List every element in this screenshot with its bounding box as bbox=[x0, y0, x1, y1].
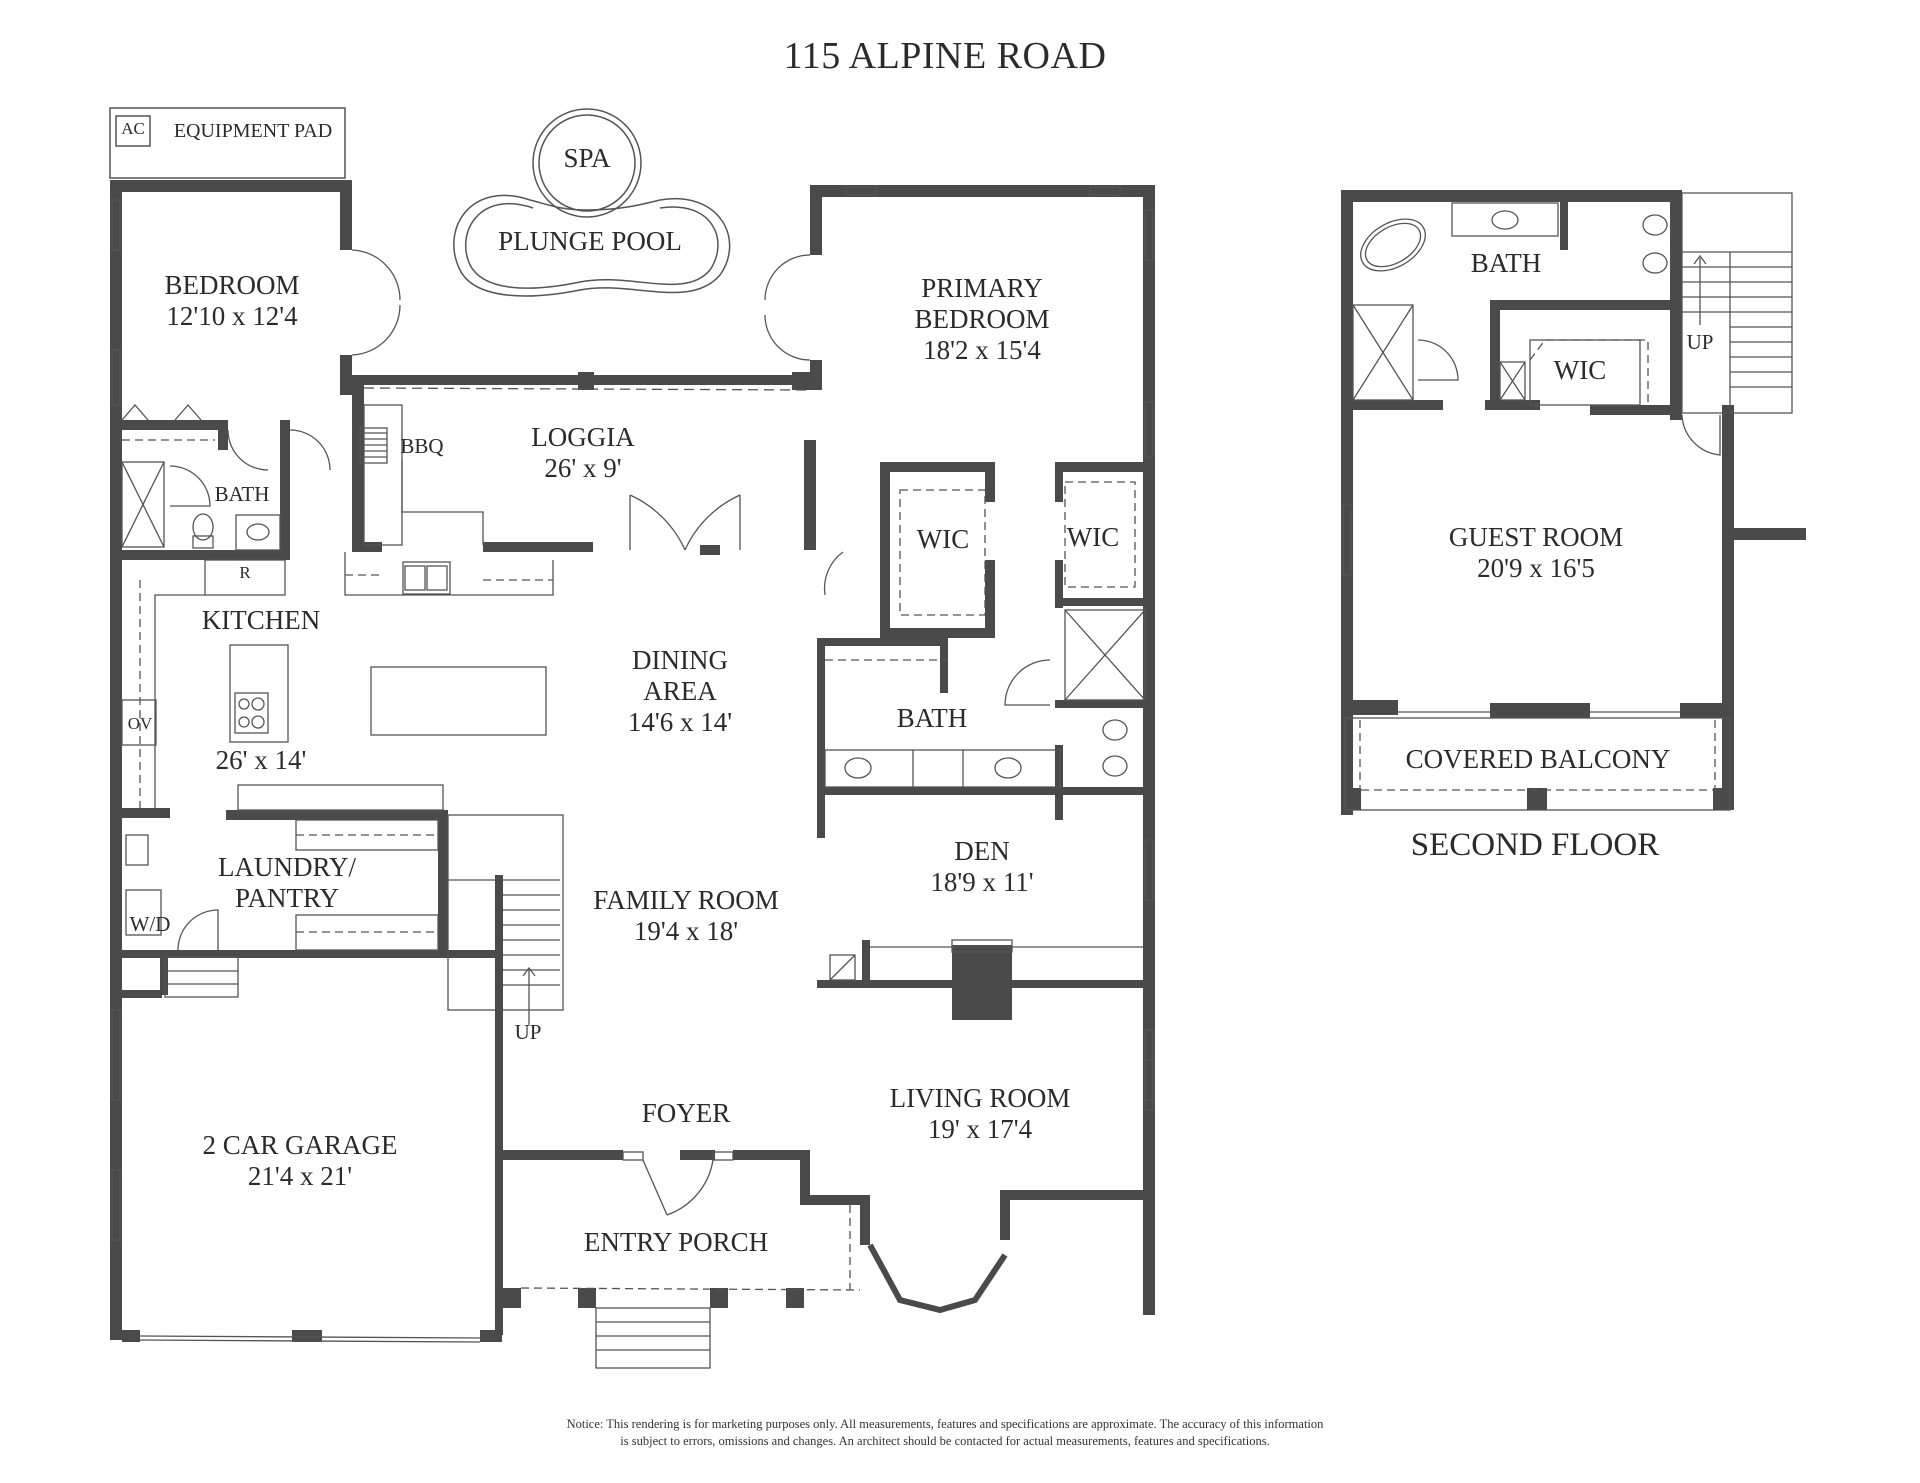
room-name-line1: LAUNDRY/ bbox=[217, 852, 357, 882]
disclaimer-notice: Notice: This rendering is for marketing … bbox=[470, 1416, 1420, 1450]
first-floor-walls bbox=[110, 180, 1155, 1342]
room-size: 19' x 17'4 bbox=[927, 1114, 1033, 1145]
room-size: 19'4 x 18' bbox=[633, 916, 739, 947]
notice-line-2: is subject to errors, omissions and chan… bbox=[620, 1433, 1270, 1448]
room-loggia: LOGGIA 26' x 9' bbox=[531, 422, 634, 484]
room-den: DEN 18'9 x 11' bbox=[930, 836, 1033, 898]
room-name: GUEST ROOM bbox=[1448, 522, 1624, 552]
room-name: FAMILY ROOM bbox=[593, 885, 779, 915]
room-size: 18'2 x 15'4 bbox=[923, 335, 1041, 366]
room-primary-bath: BATH bbox=[896, 703, 968, 733]
upstairs-stairs-up-label: UP bbox=[1686, 330, 1714, 354]
room-name-line1: DINING bbox=[632, 645, 728, 675]
second-floor-title: SECOND FLOOR bbox=[1410, 827, 1660, 863]
room-wic-right: WIC bbox=[1066, 522, 1120, 552]
stairs-up-label: UP bbox=[514, 1020, 542, 1044]
notice-line-1: Notice: This rendering is for marketing … bbox=[566, 1417, 1324, 1431]
room-name: LIVING ROOM bbox=[889, 1083, 1071, 1113]
bbq-label: BBQ bbox=[400, 434, 444, 458]
room-name: 2 CAR GARAGE bbox=[202, 1130, 398, 1160]
room-bedroom-bath: BATH bbox=[214, 482, 270, 506]
room-bedroom: BEDROOM 12'10 x 12'4 bbox=[164, 270, 299, 332]
room-garage: 2 CAR GARAGE 21'4 x 21' bbox=[202, 1130, 397, 1192]
room-size: 26' x 9' bbox=[544, 453, 622, 484]
room-name-line2: BEDROOM bbox=[914, 304, 1050, 335]
room-name: DEN bbox=[954, 836, 1010, 866]
room-size: 14'6 x 14' bbox=[627, 707, 733, 738]
plan-title: 115 ALPINE ROAD bbox=[783, 35, 1107, 77]
room-name-line2: AREA bbox=[643, 676, 717, 707]
room-name: BEDROOM bbox=[164, 270, 300, 300]
refrigerator-label: R bbox=[239, 563, 251, 582]
spa-label: SPA bbox=[563, 143, 611, 173]
room-primary-bedroom: PRIMARY BEDROOM 18'2 x 15'4 bbox=[914, 273, 1049, 366]
room-dining-area: DINING AREA 14'6 x 14' bbox=[628, 645, 732, 738]
room-kitchen-name: KITCHEN bbox=[201, 605, 321, 635]
equipment-pad bbox=[109, 107, 346, 179]
room-entry-porch: ENTRY PORCH bbox=[583, 1227, 769, 1257]
second-floor-walls bbox=[1341, 190, 1806, 815]
room-family-room: FAMILY ROOM 19'4 x 18' bbox=[593, 885, 779, 947]
room-foyer: FOYER bbox=[641, 1098, 731, 1128]
ac-unit bbox=[115, 115, 151, 147]
equipment-pad-label: EQUIPMENT PAD bbox=[173, 120, 333, 142]
room-size: 18'9 x 11' bbox=[930, 867, 1034, 898]
room-size: 12'10 x 12'4 bbox=[166, 301, 298, 332]
plunge-pool-outline bbox=[453, 194, 731, 297]
ac-label: AC bbox=[121, 119, 145, 138]
washer-dryer-label: W/D bbox=[129, 912, 171, 936]
room-guest-room: GUEST ROOM 20'9 x 16'5 bbox=[1449, 522, 1623, 584]
room-upstairs-wic: WIC bbox=[1553, 355, 1607, 385]
room-kitchen-size: 26' x 14' bbox=[215, 745, 307, 775]
room-wic-left: WIC bbox=[916, 524, 970, 554]
room-size: 21'4 x 21' bbox=[247, 1161, 353, 1192]
room-living-room: LIVING ROOM 19' x 17'4 bbox=[890, 1083, 1071, 1145]
room-name-line1: PRIMARY bbox=[921, 273, 1043, 303]
plunge-pool-label: PLUNGE POOL bbox=[498, 226, 682, 256]
room-name: LOGGIA bbox=[531, 422, 635, 452]
spa-outline bbox=[532, 108, 642, 218]
room-upstairs-bath: BATH bbox=[1470, 248, 1542, 278]
room-covered-balcony: COVERED BALCONY bbox=[1405, 744, 1671, 774]
room-laundry-pantry: LAUNDRY/ PANTRY bbox=[218, 852, 356, 914]
oven-label: OV bbox=[127, 714, 153, 733]
room-name-line2: PANTRY bbox=[234, 883, 340, 914]
room-size: 20'9 x 16'5 bbox=[1477, 553, 1595, 584]
